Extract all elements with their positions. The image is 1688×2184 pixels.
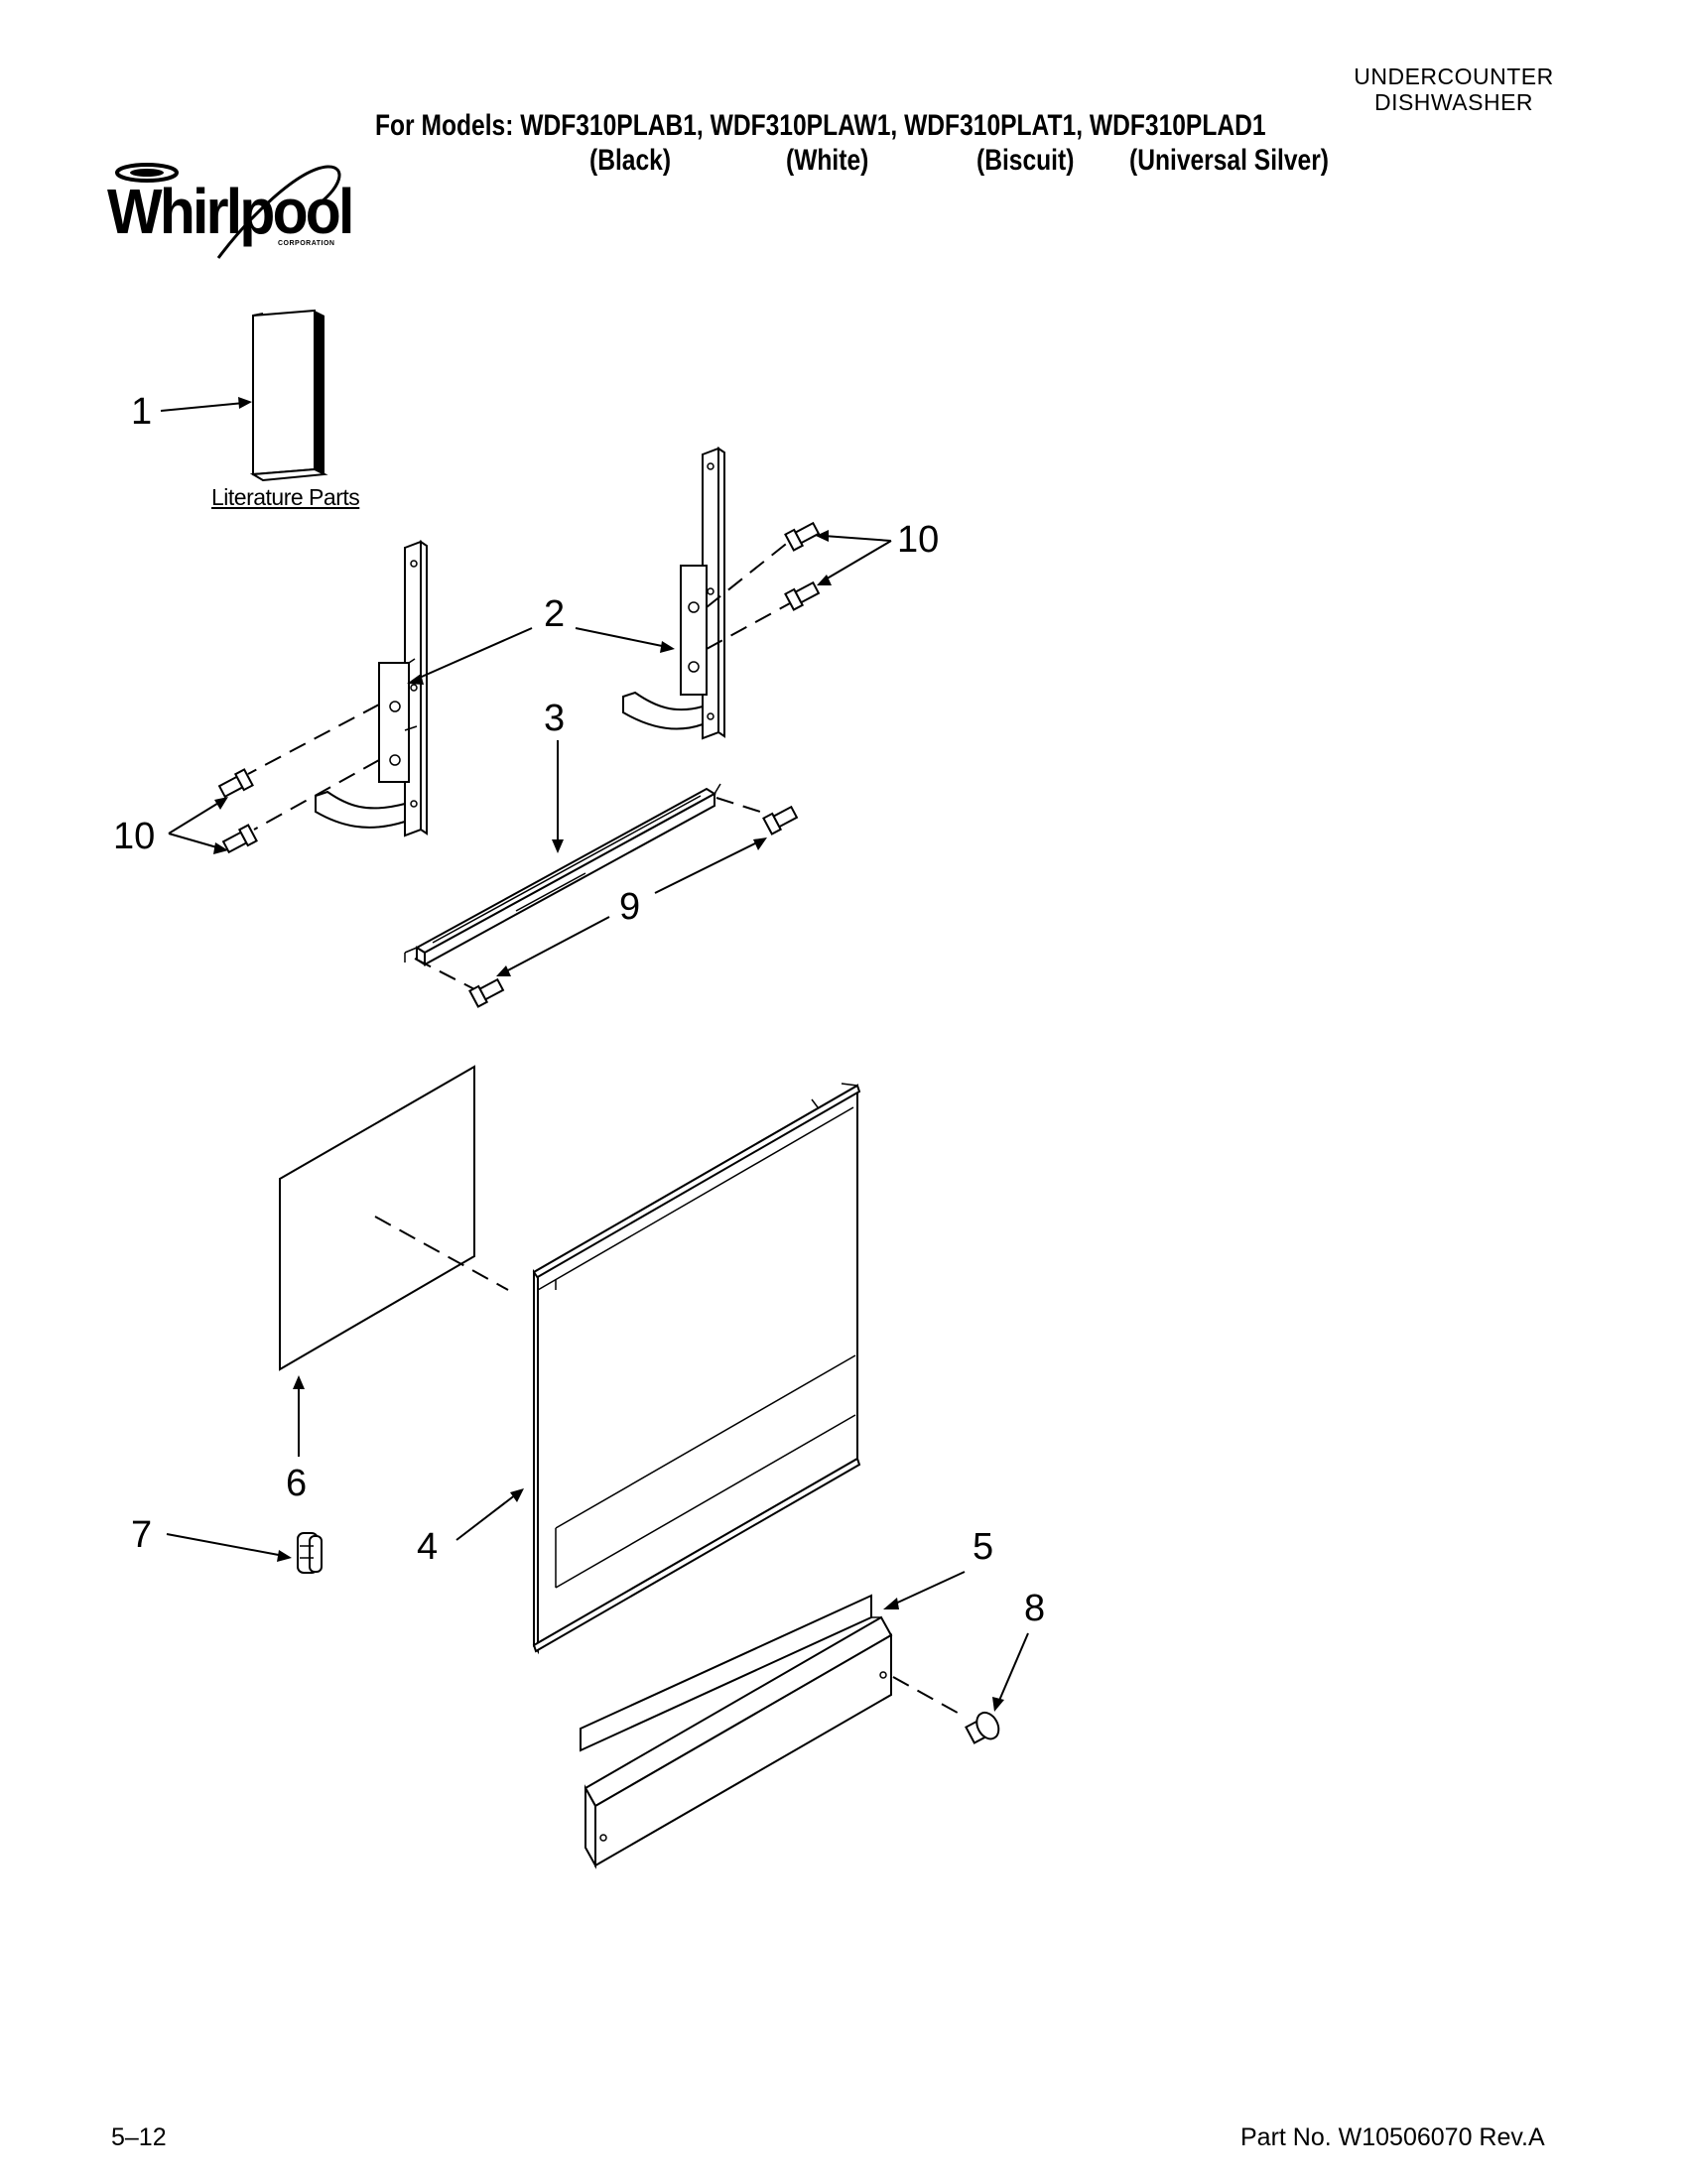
callout-7: 7 [131,1514,153,1556]
callout-1: 1 [131,391,153,433]
literature-parts-label: Literature Parts [211,484,360,510]
logo-swirl-icon [115,163,341,259]
callout-8: 8 [1024,1588,1046,1629]
callout-9: 9 [619,886,641,928]
lower-access-panel [580,1594,893,1869]
logo-wordmark: Whirlpool [107,176,354,247]
callout-4: 4 [417,1526,439,1568]
left-mounting-bracket [315,540,428,837]
callout-10-right: 10 [897,519,940,561]
callout-2: 2 [544,593,566,635]
leader-8 [992,1632,1029,1712]
callout-10-left: 10 [113,816,156,857]
color-white: (White) [786,144,869,177]
part-number: Part No. W10506070 Rev.A [1240,2123,1545,2151]
color-universal-silver: (Universal Silver) [1129,144,1330,177]
door-panel-insert [279,1065,509,1371]
leader-6 [293,1375,305,1457]
color-black: (Black) [589,144,672,177]
models-line: For Models: WDF310PLAB1, WDF310PLAW1, WD… [375,109,1266,142]
literature-booklet [249,309,328,482]
screws-left [168,704,380,854]
category-line-2: DISHWASHER [1373,89,1534,115]
clip [297,1532,323,1574]
callout-6: 6 [286,1463,308,1504]
right-mounting-bracket [622,447,725,740]
leader-3 [552,740,564,853]
page-number: 5–12 [111,2123,167,2151]
color-biscuit: (Biscuit) [976,144,1075,177]
door-rail [404,783,721,966]
toe-panel-screw [892,1676,1000,1744]
leader-2 [407,627,675,685]
leader-7 [166,1533,292,1562]
leader-1 [160,397,252,412]
logo-subtext: CORPORATION [278,240,335,247]
screws-right [706,521,892,650]
callout-3: 3 [544,698,566,739]
screws-rail [414,797,799,1008]
callout-5: 5 [973,1526,994,1568]
leader-5 [883,1571,966,1609]
brand-logo: Whirlpool CORPORATION [99,149,377,268]
category-line-1: UNDERCOUNTER [1354,64,1554,89]
leader-4 [455,1488,524,1541]
outer-door [532,1083,861,1655]
